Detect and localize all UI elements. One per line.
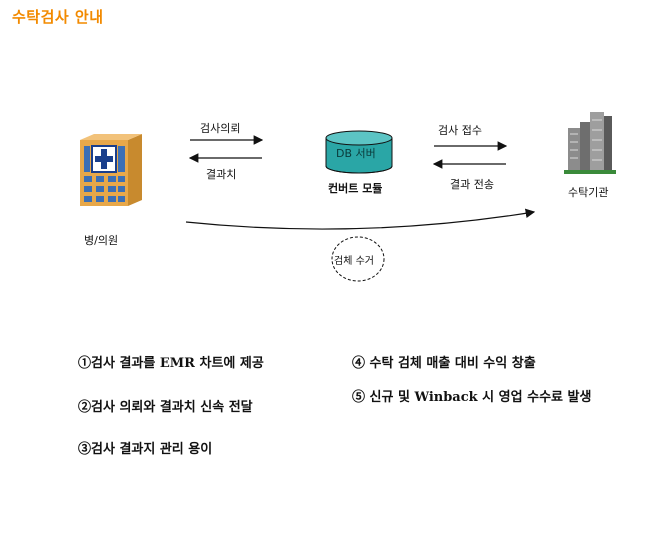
- hospital-building-icon: [80, 134, 142, 206]
- feature-item-2: ②검사 의뢰와 결과치 신속 전달: [78, 400, 253, 415]
- lab-building-icon: [564, 112, 616, 174]
- module-label: 컨버트 모듈: [328, 182, 383, 195]
- send-label: 결과 전송: [450, 178, 494, 191]
- receive-label: 검사 접수: [438, 124, 482, 137]
- pickup-label: 검체 수거: [334, 256, 374, 267]
- request-label: 검사의뢰: [200, 122, 241, 135]
- feature-item-1: ①검사 결과를 EMR 차트에 제공: [78, 356, 264, 371]
- feature-item-4: ④ 수탁 검체 매출 대비 수익 창출: [352, 356, 536, 371]
- pickup-arrow: [185, 208, 536, 230]
- lab-label: 수탁기관: [568, 186, 609, 199]
- result-label: 결과치: [206, 168, 237, 181]
- feature-item-3: ③검사 결과지 관리 용이: [78, 442, 213, 457]
- pickup-bubble: [331, 236, 385, 282]
- db-server-icon: [325, 130, 393, 174]
- hospital-label: 병/의원: [84, 234, 119, 247]
- db-label: DB 서버: [336, 147, 376, 160]
- feature-item-5: ⑤ 신규 및 Winback 시 영업 수수료 발생: [352, 390, 592, 405]
- page-title: 수탁검사 안내: [12, 8, 104, 26]
